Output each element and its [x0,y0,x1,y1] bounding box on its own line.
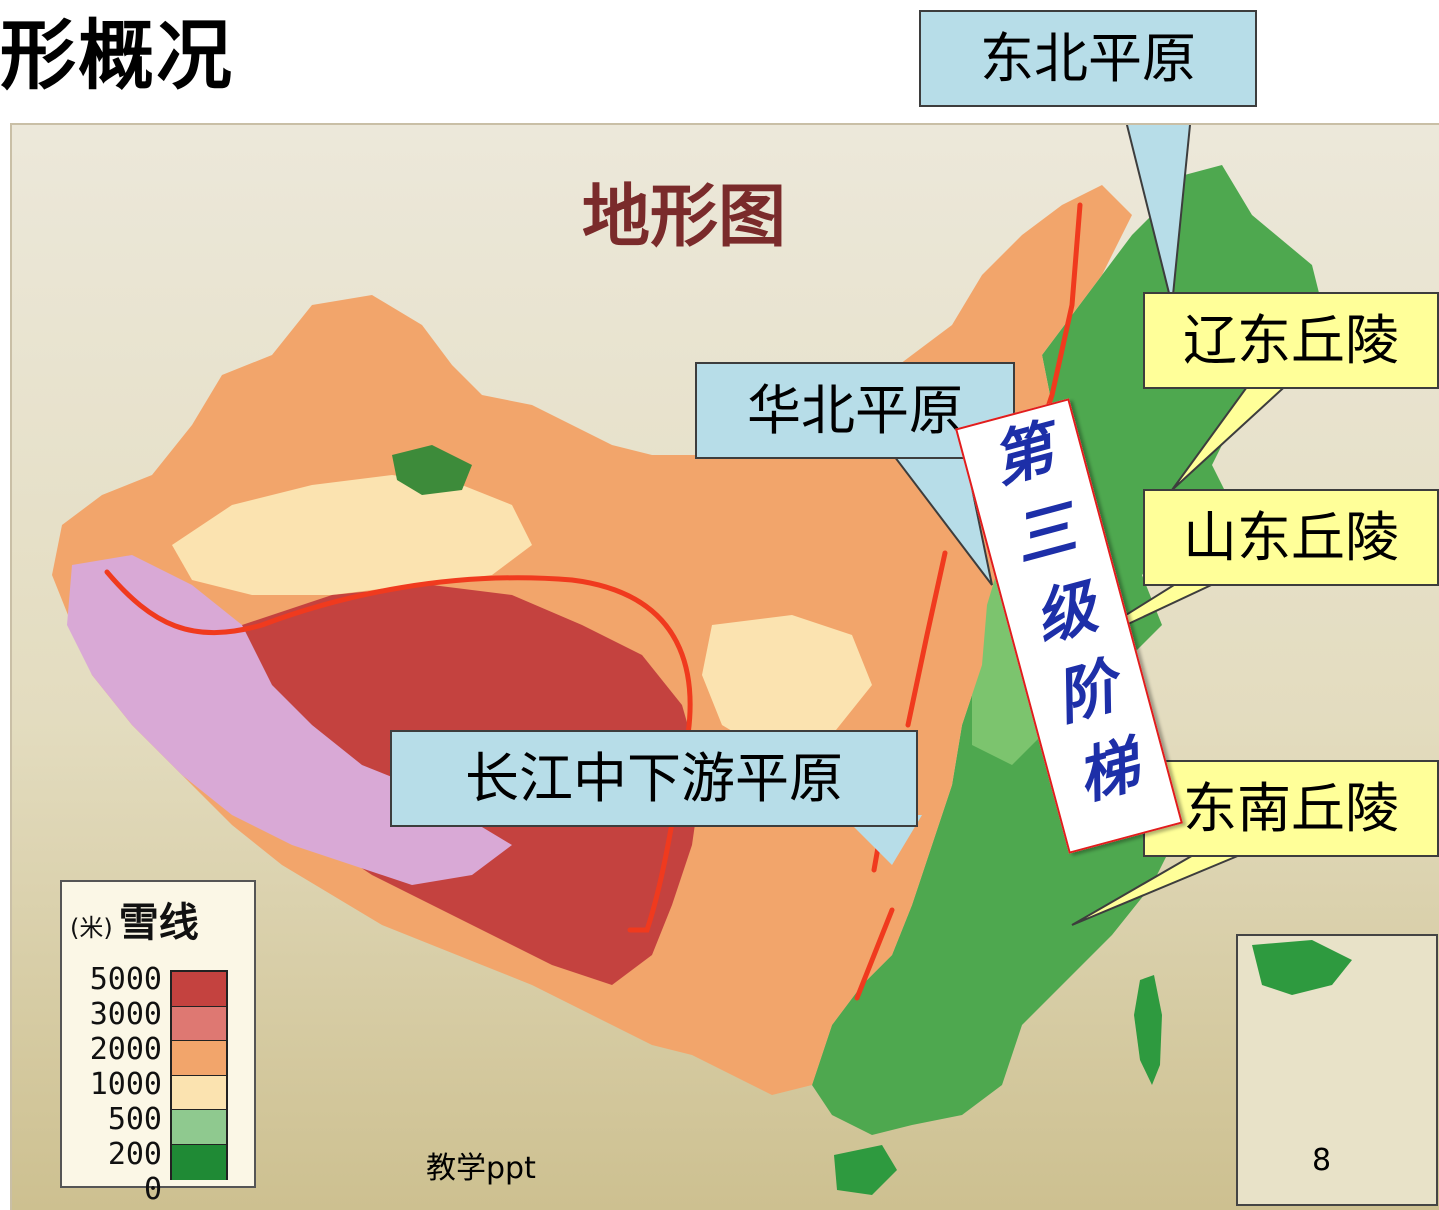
legend-swatch [172,1075,226,1111]
legend-unit: (米) [70,913,113,942]
pointer-northeast-plain [1125,125,1192,306]
watermark-text: 教学ppt [426,1151,536,1186]
inner-basin [702,615,872,755]
northeast-plain-label: 东北平原 [919,10,1257,107]
third-step-boundary-middle [905,550,948,728]
shandong-hills-label: 山东丘陵 [1143,489,1439,586]
legend-value: 500 [107,1102,162,1137]
map-title: 地形图 [582,177,786,257]
legend-swatch [172,1041,226,1076]
elevation-legend: (米)雪线 5000 3000 2000 1000 500 200 0 [60,880,256,1207]
page-number: 8 [1312,1143,1332,1178]
legend-value: 0 [143,1172,162,1207]
legend-value: 1000 [89,1067,162,1102]
taiwan-island [1134,975,1162,1085]
legend-value: 3000 [89,997,162,1032]
pointer-yangtze-plain [842,815,922,865]
legend-value: 5000 [89,962,162,997]
legend-swatch [172,972,226,1007]
southeast-hills-label: 东南丘陵 [1143,760,1439,857]
slide-title: 形概况 [0,11,234,100]
legend-title: (米)雪线 [70,890,199,948]
hainan-island [834,1145,897,1195]
yangtze-plain-label: 长江中下游平原 [390,730,918,827]
callout-pointers [842,125,1192,865]
legend-snowline-label: 雪线 [118,900,199,946]
inset-coast [1252,940,1352,995]
legend-swatch [172,1006,226,1042]
legend-swatch [172,1144,226,1180]
liaodong-hills-label: 辽东丘陵 [1143,292,1439,389]
scs-inset [1236,934,1438,1206]
tarim-core [392,445,472,495]
legend-value: 200 [107,1137,162,1172]
legend-values: 5000 3000 2000 1000 500 200 0 [72,962,162,1207]
legend-swatch [172,1110,226,1145]
legend-value: 2000 [89,1032,162,1067]
third-step-boundary-south [854,907,895,1001]
desert-basin [172,475,532,595]
legend-color-bar [170,970,228,1180]
south-china-sea-inset [1236,934,1438,1206]
